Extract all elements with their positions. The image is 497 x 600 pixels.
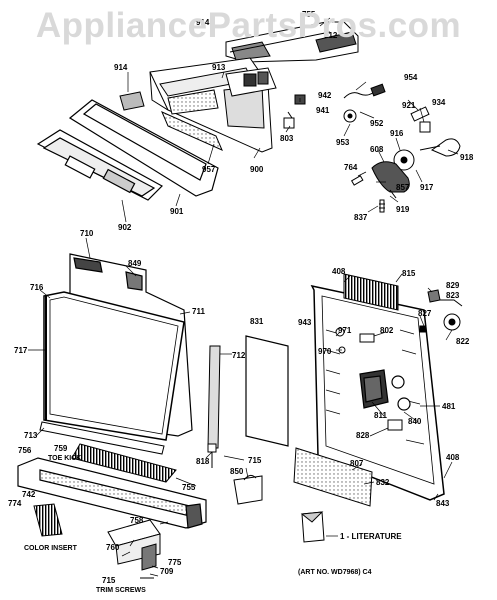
detergent-dispenser-811	[359, 369, 411, 411]
part-label: 900	[250, 165, 264, 174]
literature-booklet	[300, 511, 325, 543]
part-label: 849	[128, 259, 142, 268]
part-label: 918	[460, 153, 474, 162]
part-label: 711	[192, 307, 205, 316]
part-label: 758	[130, 516, 144, 525]
part-label: 971	[338, 326, 352, 335]
part-label: 717	[14, 346, 28, 355]
part-label: 715	[102, 576, 116, 585]
part-label: 857	[396, 183, 410, 192]
part-label: 952	[370, 119, 384, 128]
gasket-807	[293, 447, 373, 507]
part-label: 803	[280, 134, 294, 143]
part-label: 608	[370, 145, 384, 154]
part-label: 921	[402, 101, 416, 110]
part-label: 850	[230, 467, 244, 476]
captions: TOE KICK COLOR INSERT TRIM SCREWS 1 - LI…	[24, 455, 402, 594]
part-label: 760	[106, 543, 120, 552]
console-trim-901	[68, 99, 219, 197]
part-label: 755	[302, 10, 316, 19]
part-label: 408	[332, 267, 346, 276]
part-label: 715	[248, 456, 262, 465]
part-label: 811	[374, 411, 387, 420]
part-label: 829	[446, 281, 460, 290]
screw-837-764	[350, 175, 385, 213]
part-label: 828	[356, 431, 370, 440]
part-label: 901	[170, 207, 184, 216]
part-label: 832	[376, 478, 390, 487]
part-label: 954	[404, 73, 418, 82]
part-label: 827	[418, 309, 432, 318]
part-label: 712	[232, 351, 246, 360]
caption-trim-screws: TRIM SCREWS	[96, 587, 146, 594]
insulation-831	[245, 335, 289, 447]
color-insert-774	[33, 503, 63, 537]
part-label: 957	[202, 165, 216, 174]
door-strip-713	[39, 421, 165, 455]
part-label: 919	[396, 205, 410, 214]
console-panel-902	[36, 129, 163, 201]
part-label: 815	[402, 269, 416, 278]
part-label: 822	[456, 337, 470, 346]
part-label: 840	[408, 417, 422, 426]
part-label: 755	[182, 483, 196, 492]
part-label: 818	[196, 457, 210, 466]
outer-door-panel-717	[43, 291, 185, 441]
top-control-bracket-755	[225, 21, 359, 63]
caption-color-insert: COLOR INSERT	[24, 545, 78, 552]
part-label: 916	[390, 129, 404, 138]
part-label: 914	[114, 63, 128, 72]
clip-850	[233, 474, 263, 505]
part-label: 774	[8, 499, 22, 508]
caption-toe-kick: TOE KICK	[48, 455, 81, 462]
part-label: 807	[350, 459, 364, 468]
vent-815	[343, 273, 399, 311]
part-label: 831	[250, 317, 264, 326]
latch-assembly-857	[371, 149, 415, 199]
circuit-strip-957	[161, 111, 223, 151]
part-label: 953	[336, 138, 350, 147]
control-module-913	[225, 67, 277, 97]
part-label: 408	[446, 453, 460, 462]
kick-panel-742-755	[17, 457, 207, 529]
part-label: 756	[18, 446, 32, 455]
part-label: 902	[118, 223, 132, 232]
part-label: 943	[298, 318, 312, 327]
part-label: 716	[30, 283, 44, 292]
part-label: 912	[324, 31, 338, 40]
part-label: 742	[22, 490, 36, 499]
part-label: 843	[436, 499, 450, 508]
part-label: 913	[212, 63, 226, 72]
part-label: 713	[24, 431, 38, 440]
part-number-labels: 755 914 912 914 913 954 942 941 921 934 …	[8, 10, 474, 585]
part-label: 710	[80, 229, 94, 238]
part-label: 759	[54, 444, 68, 453]
part-label: 764	[344, 163, 358, 172]
part-label: 823	[446, 291, 460, 300]
part-label: 802	[380, 326, 394, 335]
part-label: 837	[354, 213, 368, 222]
caption-literature: 1 - LITERATURE	[340, 532, 402, 541]
bracket-758-760	[107, 519, 161, 571]
side-trim-712-818	[207, 345, 221, 468]
leader-lines	[28, 17, 459, 577]
part-label: 481	[442, 402, 456, 411]
art-number: (ART NO. WD7968) C4	[298, 569, 372, 576]
part-label: 942	[318, 91, 332, 100]
part-label: 934	[432, 98, 446, 107]
part-label: 970	[318, 347, 332, 356]
side-parts-829-822	[419, 289, 463, 333]
part-label: 709	[160, 567, 174, 576]
toe-kick-759	[71, 443, 177, 483]
nameplate-914	[119, 91, 145, 111]
part-label: 941	[316, 106, 330, 115]
part-label: 914	[196, 18, 210, 27]
part-label: 775	[168, 558, 182, 567]
part-label: 917	[420, 183, 434, 192]
